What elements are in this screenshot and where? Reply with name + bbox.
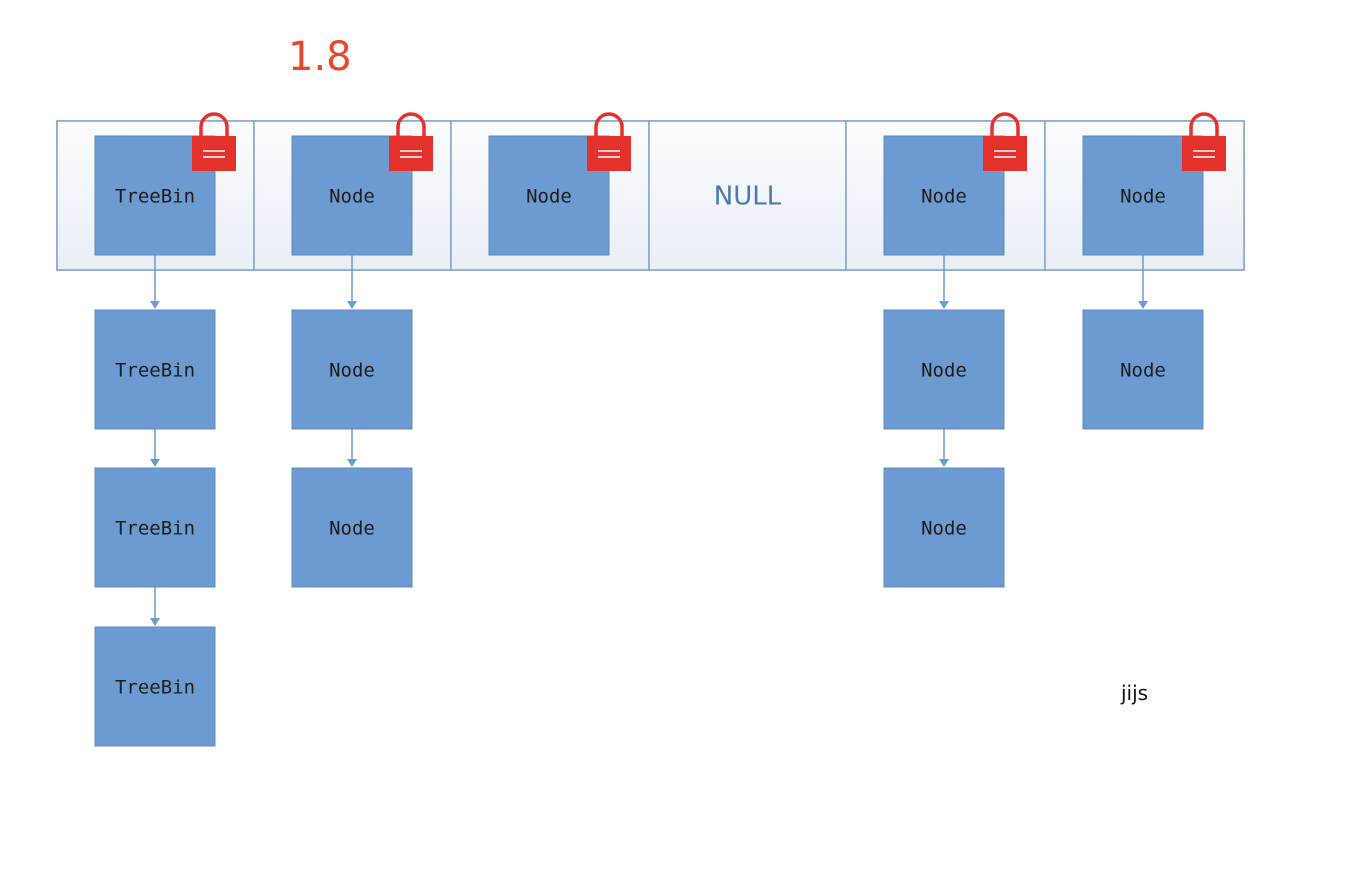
head-node-label: Node <box>921 186 967 208</box>
chain-node-box <box>883 309 1005 430</box>
chain-arrow <box>150 587 160 626</box>
chain-node-box <box>291 467 413 588</box>
chain-arrow <box>150 255 160 309</box>
arrow-head <box>347 459 357 467</box>
chain-arrow <box>939 429 949 467</box>
table-slot-3: NULL <box>648 120 847 271</box>
lock-icon <box>1182 112 1226 171</box>
lock-body <box>587 136 631 171</box>
lock-icon <box>389 112 433 171</box>
arrow-head <box>150 618 160 626</box>
chain-node-box <box>94 626 216 747</box>
chain-node-label: Node <box>921 360 967 382</box>
table-slot-2: Node <box>450 112 650 271</box>
chain-arrow <box>347 429 357 467</box>
head-node-label: TreeBin <box>115 186 195 208</box>
chain-node-box <box>883 467 1005 588</box>
head-node-label: Node <box>329 186 375 208</box>
version-label: 1.8 <box>288 34 352 80</box>
lock-icon <box>192 112 236 171</box>
arrow-head <box>939 459 949 467</box>
chain-node-label: Node <box>329 518 375 540</box>
chain-node-label: TreeBin <box>115 677 195 699</box>
arrow-head <box>347 301 357 309</box>
chain-arrow <box>347 255 357 309</box>
chain-node-label: Node <box>1120 360 1166 382</box>
chain-node-box <box>291 309 413 430</box>
head-node-label: Node <box>1120 186 1166 208</box>
chain-node-label: TreeBin <box>115 518 195 540</box>
chain-node-label: Node <box>921 518 967 540</box>
null-slot-label: NULL <box>714 182 782 212</box>
lock-shackle <box>594 112 624 140</box>
lock-shackle <box>1189 112 1219 140</box>
lock-icon <box>983 112 1027 171</box>
lock-body <box>192 136 236 171</box>
lock-shackle <box>199 112 229 140</box>
lock-icon <box>587 112 631 171</box>
lock-shackle <box>990 112 1020 140</box>
chain-node-box <box>94 309 216 430</box>
chain-node-label: Node <box>329 360 375 382</box>
chain-node-box <box>1082 309 1204 430</box>
arrow-head <box>939 301 949 309</box>
lock-body <box>983 136 1027 171</box>
lock-shackle <box>396 112 426 140</box>
watermark-text: jijs <box>1121 681 1149 705</box>
arrow-head <box>1138 301 1148 309</box>
chain-arrow <box>939 255 949 309</box>
lock-body <box>1182 136 1226 171</box>
chain-node-label: TreeBin <box>115 360 195 382</box>
arrow-head <box>150 301 160 309</box>
slot-cell <box>648 120 847 271</box>
chain-arrow <box>150 429 160 467</box>
head-node-label: Node <box>526 186 572 208</box>
arrow-head <box>150 459 160 467</box>
lock-body <box>389 136 433 171</box>
chain-arrow <box>1138 255 1148 309</box>
